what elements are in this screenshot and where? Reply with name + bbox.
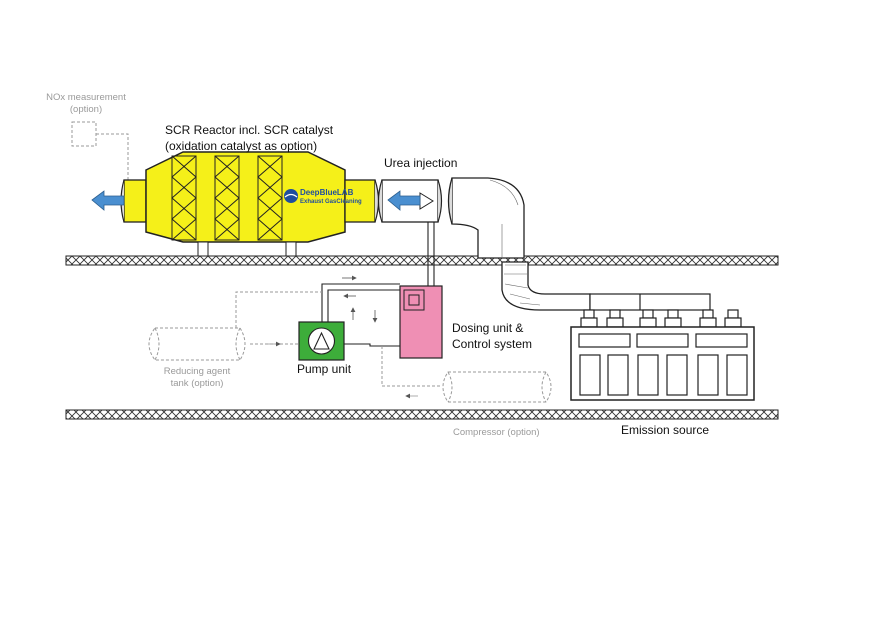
scr-reactor	[120, 151, 380, 257]
lower-deck-bar	[65, 409, 779, 420]
inlet-flow-arrow	[387, 190, 421, 211]
emission-source-engine	[570, 309, 755, 401]
tank-label-line1: Reducing agent	[164, 366, 231, 377]
inlet-duct	[447, 177, 591, 311]
logo-name: DeepBlueLAB	[300, 188, 354, 197]
tank-label-line2: tank (option)	[171, 378, 224, 389]
dosing-label-line2: Control system	[452, 337, 532, 351]
catalyst-layer	[171, 155, 197, 241]
dosing-label-line1: Dosing unit &	[452, 321, 523, 335]
upper-deck-bar	[65, 255, 779, 266]
exhaust-manifold	[589, 293, 711, 311]
reducing-agent-tank	[148, 291, 322, 361]
scr-label-line2: (oxidation catalyst as option)	[165, 139, 317, 153]
nox-label-line1: NOx measurement	[46, 92, 126, 103]
pump-unit	[298, 321, 345, 361]
dosing-unit	[399, 285, 443, 359]
compressor	[381, 346, 552, 403]
outlet-flow-arrow	[91, 190, 125, 211]
deepbluelab-logo: DeepBlueLAB Exhaust GasCleaning	[284, 188, 362, 205]
urea-injection-duct	[377, 179, 443, 223]
compressor-label: Compressor (option)	[453, 427, 540, 438]
logo-tagline: Exhaust GasCleaning	[300, 199, 362, 205]
urea-label: Urea injection	[384, 156, 457, 170]
pump-label: Pump unit	[297, 362, 352, 376]
catalyst-layer	[257, 155, 283, 241]
scr-label-line1: SCR Reactor incl. SCR catalyst	[165, 123, 334, 137]
nox-label-line2: (option)	[70, 104, 102, 115]
pump-dosing-lines	[321, 283, 400, 347]
emission-label: Emission source	[621, 423, 709, 437]
nox-measurement-option	[71, 121, 129, 182]
catalyst-layer	[214, 155, 240, 241]
